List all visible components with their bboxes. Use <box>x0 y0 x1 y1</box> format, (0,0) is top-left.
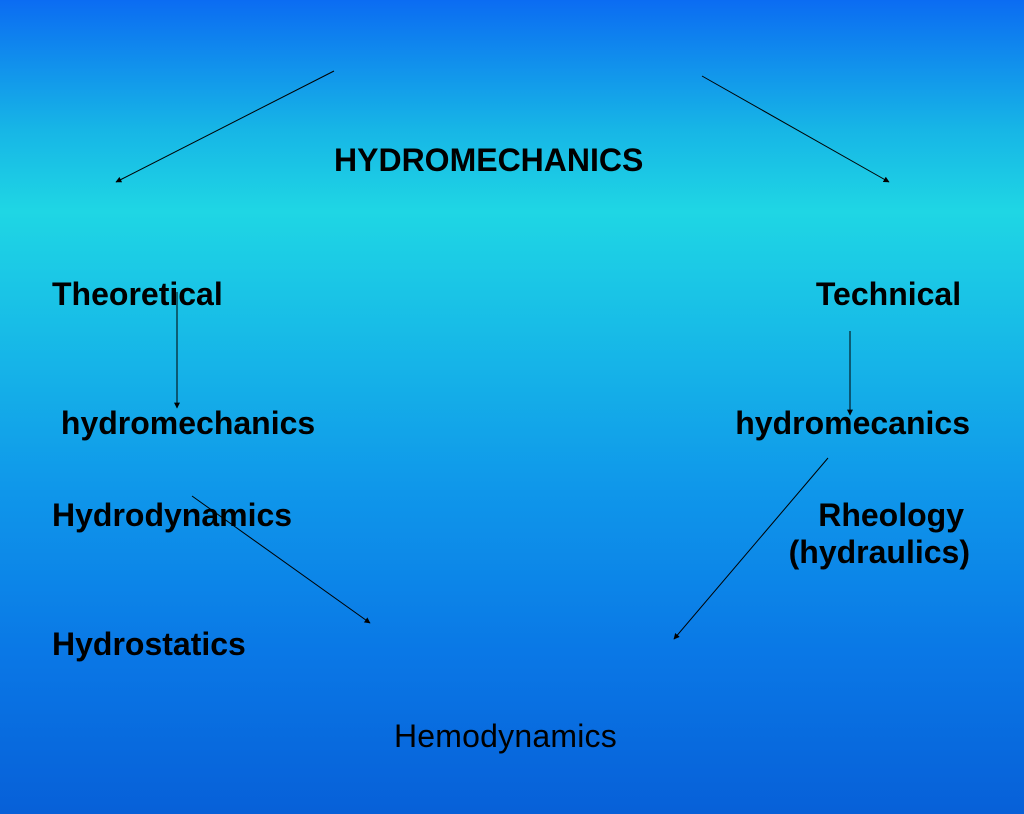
node-theoretical-line2: hydromechanics <box>52 405 316 441</box>
node-hydromechanics-label: HYDROMECHANICS <box>334 142 644 178</box>
node-technical-hydromecanics: Technical hydromecanics (hydraulics) <box>735 187 970 617</box>
node-hydromechanics: HYDROMECHANICS <box>334 53 643 225</box>
node-hydrodynamics-hydrostatics: Hydrodynamics Hydrostatics <box>52 408 292 709</box>
arrow-hydro-to-hemodynamics <box>191 495 371 624</box>
arrow-rheology-to-hemodynamics <box>673 457 829 640</box>
node-hemodynamics: Hemodynamics <box>394 629 617 801</box>
node-technical-line3: (hydraulics) <box>788 534 970 570</box>
node-theoretical-line1: Theoretical <box>52 276 223 312</box>
arrow-root-to-theoretical <box>115 70 335 183</box>
node-technical-line2: hydromecanics <box>735 405 970 441</box>
node-theoretical-hydromechanics: Theoretical hydromechanics <box>52 187 315 488</box>
node-rheology: Rheology <box>818 408 964 580</box>
node-rheology-label: Rheology <box>818 497 964 533</box>
node-hemodynamics-label: Hemodynamics <box>394 718 617 754</box>
arrow-root-to-technical <box>701 75 890 183</box>
node-hydrostatics-label: Hydrostatics <box>52 626 246 662</box>
node-hydrodynamics-label: Hydrodynamics <box>52 497 293 533</box>
node-technical-line1: Technical <box>815 276 970 312</box>
